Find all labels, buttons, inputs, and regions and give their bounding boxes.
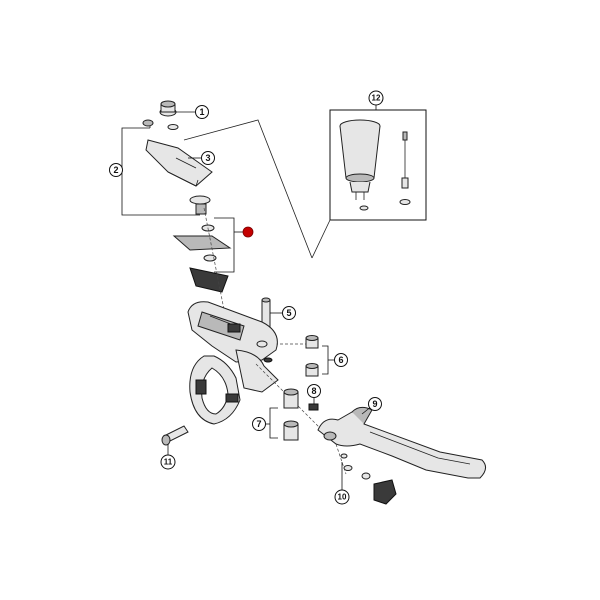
top-screw — [159, 100, 196, 130]
callout-6-label: 6 — [338, 355, 343, 365]
callout-1: 1 — [195, 105, 209, 119]
bushings — [270, 335, 334, 377]
callout-11-label: 11 — [164, 458, 173, 467]
callout-3-label: 3 — [205, 153, 210, 163]
callout-2-label: 2 — [113, 165, 118, 175]
callout-5: 5 — [282, 306, 296, 320]
callout-8-label: 8 — [311, 386, 316, 396]
master-cylinder-body — [187, 301, 325, 433]
adjust-bolt — [308, 398, 319, 411]
callout-12-label: 12 — [372, 94, 381, 103]
callout-2: 2 — [109, 163, 123, 177]
callout-7-label: 7 — [256, 419, 261, 429]
reservoir-cover — [145, 139, 213, 205]
callout-6: 6 — [334, 353, 348, 367]
bleed-plug — [399, 131, 411, 205]
callout-3: 3 — [201, 151, 215, 165]
reservoir-inset — [183, 109, 427, 259]
mount-bolt — [161, 425, 189, 455]
diaphragm-stack — [172, 203, 244, 331]
callout-5-label: 5 — [286, 308, 291, 318]
cover-screw — [142, 119, 154, 127]
reach-adjuster — [335, 443, 397, 505]
callout-11: 11 — [160, 454, 176, 470]
bleed-cup — [339, 119, 381, 211]
callout-10: 10 — [334, 489, 350, 505]
callout-9-label: 9 — [372, 399, 377, 409]
callout-7: 7 — [252, 417, 266, 431]
lever-blade — [317, 405, 486, 479]
callout-1-label: 1 — [199, 107, 204, 117]
callout-12: 12 — [368, 90, 384, 110]
highlight-marker — [242, 226, 254, 238]
callout-9: 9 — [368, 397, 382, 411]
callout-8: 8 — [307, 384, 321, 398]
callout-10-label: 10 — [338, 493, 347, 502]
lever-cams — [266, 388, 299, 441]
